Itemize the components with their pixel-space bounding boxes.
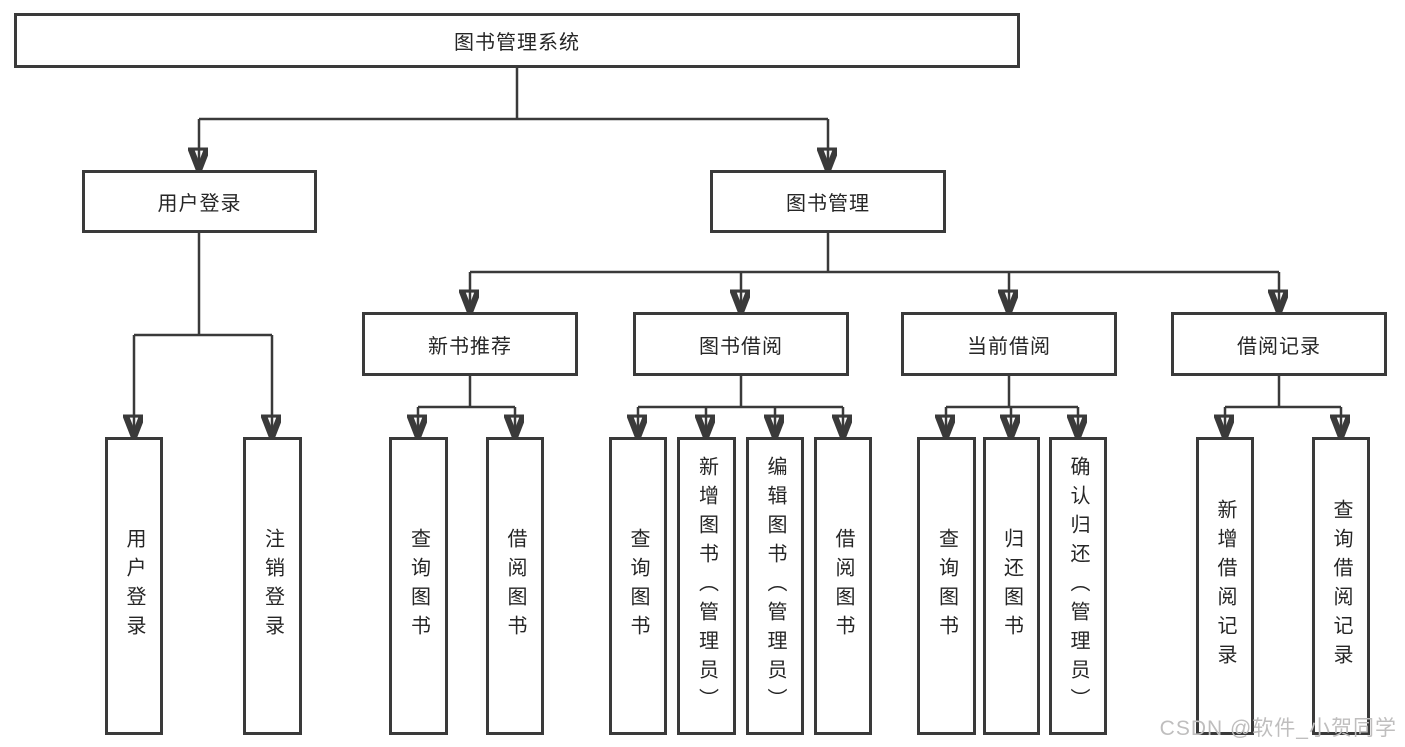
node-book-management-label: 图书管理 (786, 193, 870, 215)
node-root-label: 图书管理系统 (454, 32, 580, 54)
leaf-borrow-query-books: 查询图书 (609, 437, 667, 735)
leaf-logout-label: 注销登录 (261, 528, 284, 644)
leaf-newbook-query-books-label: 查询图书 (407, 528, 430, 644)
connector-root (199, 68, 828, 121)
node-new-book-recommend: 新书推荐 (362, 312, 578, 376)
node-book-management: 图书管理 (710, 170, 946, 233)
leaf-newbook-query-books: 查询图书 (389, 437, 448, 735)
leaf-user-login-label: 用户登录 (123, 528, 145, 644)
leaf-borrow-books-label: 借阅图书 (832, 528, 854, 644)
leaf-borrow-books: 借阅图书 (814, 437, 872, 735)
connector-book-borrow (638, 376, 843, 409)
leaf-logout: 注销登录 (243, 437, 302, 735)
node-user-login: 用户登录 (82, 170, 317, 233)
leaf-current-query-books-label: 查询图书 (935, 528, 958, 644)
connector-borrow-record (1225, 376, 1341, 409)
connector-new-book (418, 376, 515, 409)
connector-current-borrow (946, 376, 1078, 409)
leaf-return-books: 归还图书 (983, 437, 1040, 735)
leaf-add-books-admin: 新增图书（管理员） (677, 437, 736, 735)
node-user-login-label: 用户登录 (157, 193, 242, 215)
leaf-confirm-return-admin-label: 确认归还（管理员） (1067, 455, 1089, 717)
leaf-return-books-label: 归还图书 (1000, 528, 1023, 644)
node-root: 图书管理系统 (14, 13, 1020, 68)
node-current-borrow-label: 当前借阅 (967, 335, 1051, 358)
leaf-edit-books-admin-label: 编辑图书（管理员） (764, 455, 786, 717)
node-book-borrow-label: 图书借阅 (699, 335, 783, 358)
node-borrow-records-label: 借阅记录 (1237, 335, 1321, 358)
leaf-add-books-admin-label: 新增图书（管理员） (695, 455, 718, 717)
csdn-watermark: CSDN @软件_小贺同学 (1159, 717, 1397, 740)
leaf-current-query-books: 查询图书 (917, 437, 976, 735)
leaf-newbook-borrow-books-label: 借阅图书 (504, 528, 526, 644)
leaf-add-borrow-record: 新增借阅记录 (1196, 437, 1254, 735)
node-new-book-recommend-label: 新书推荐 (428, 335, 512, 358)
connector-user-login (134, 233, 272, 337)
leaf-confirm-return-admin: 确认归还（管理员） (1049, 437, 1107, 735)
connector-book-management (470, 233, 1279, 274)
leaf-add-borrow-record-label: 新增借阅记录 (1214, 499, 1236, 673)
leaf-user-login: 用户登录 (105, 437, 163, 735)
leaf-query-borrow-record: 查询借阅记录 (1312, 437, 1370, 735)
leaf-edit-books-admin: 编辑图书（管理员） (746, 437, 804, 735)
leaf-borrow-query-books-label: 查询图书 (627, 528, 649, 644)
node-borrow-records: 借阅记录 (1171, 312, 1387, 376)
leaf-newbook-borrow-books: 借阅图书 (486, 437, 544, 735)
leaf-query-borrow-record-label: 查询借阅记录 (1330, 499, 1352, 673)
node-current-borrow: 当前借阅 (901, 312, 1117, 376)
node-book-borrow: 图书借阅 (633, 312, 849, 376)
